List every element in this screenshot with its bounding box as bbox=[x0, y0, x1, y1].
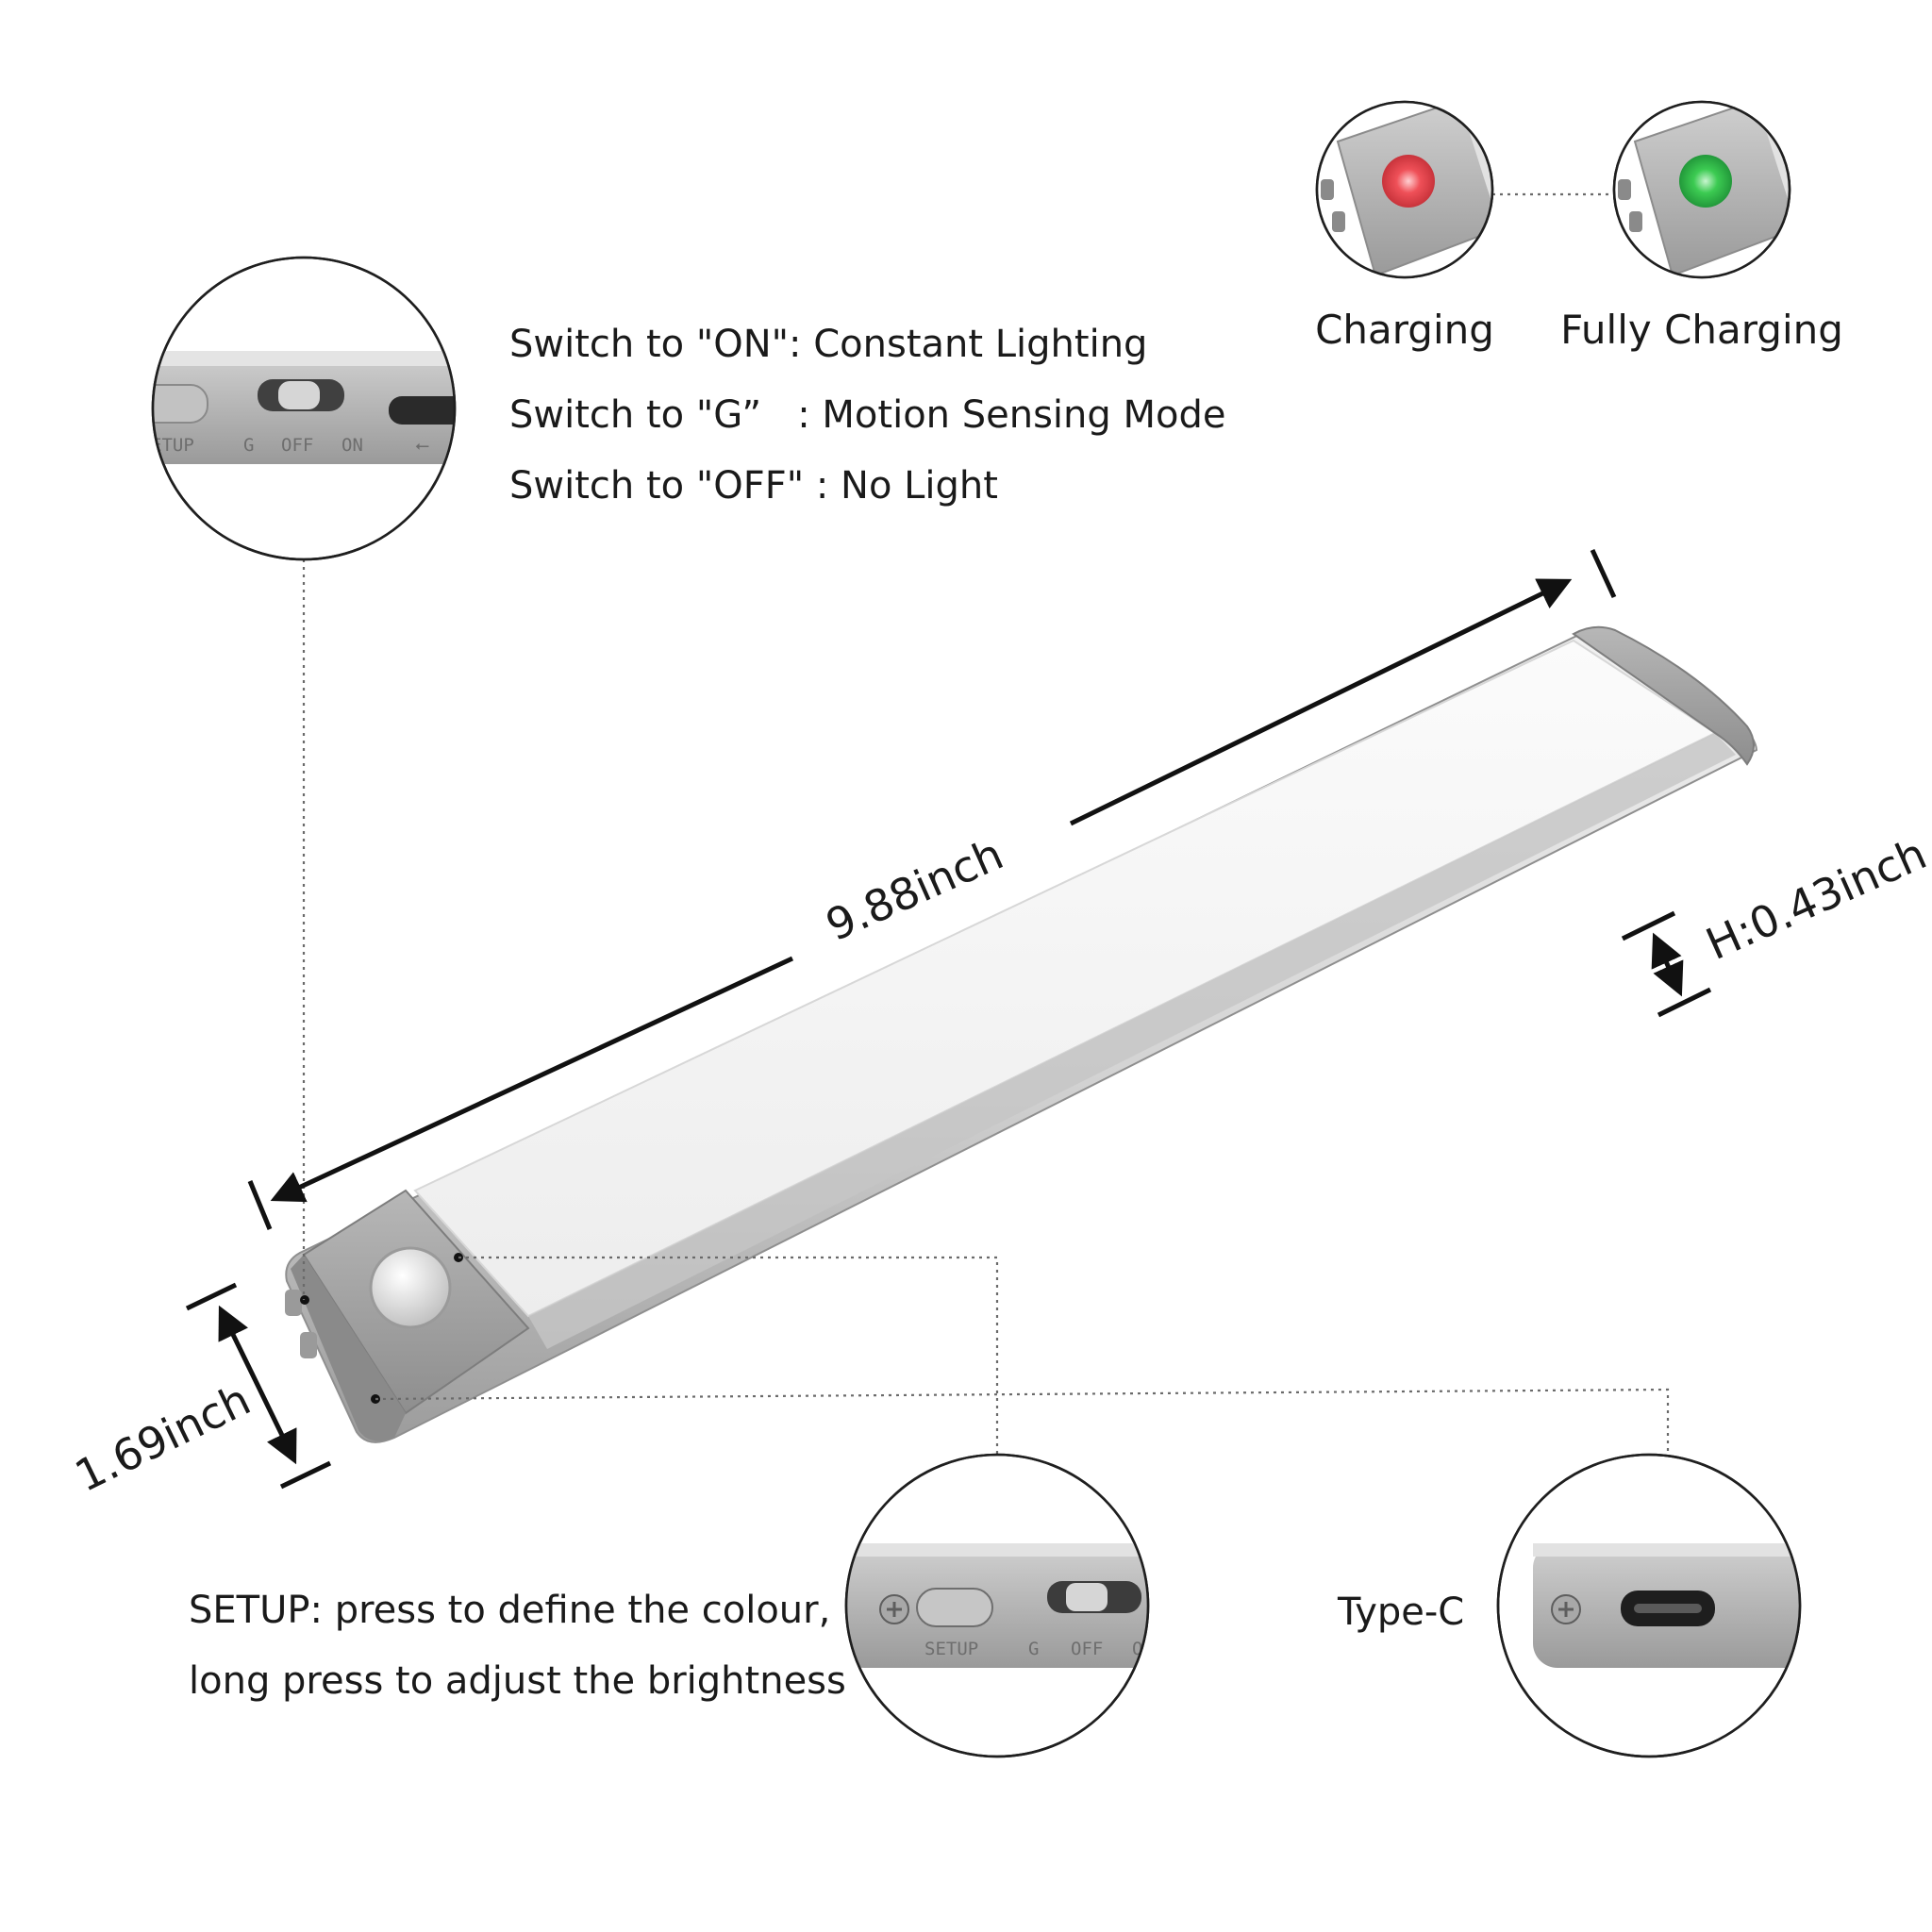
leader-setup bbox=[458, 1256, 999, 1456]
fully-charging-label: Fully Charging bbox=[1560, 307, 1843, 353]
light-bar-diffuser bbox=[413, 639, 1718, 1318]
setup-button-icon bbox=[153, 384, 208, 424]
usb-symbol-icon: ⭠ bbox=[415, 435, 429, 456]
switch-label-off: OFF bbox=[281, 435, 313, 456]
leader-typec bbox=[375, 1388, 1670, 1462]
switch-label-g: G bbox=[243, 435, 254, 456]
pir-sensor-icon bbox=[369, 1246, 452, 1329]
fully-charged-indicator: Fully Charging bbox=[1560, 100, 1843, 353]
setup-closeup-label-g: G bbox=[1028, 1639, 1039, 1659]
setup-line-1: SETUP: press to define the colour, bbox=[189, 1589, 830, 1632]
side-setup-nub bbox=[300, 1332, 317, 1358]
light-bar bbox=[285, 625, 1758, 1443]
typec-label: Type-C bbox=[1337, 1591, 1464, 1634]
charging-label: Charging bbox=[1315, 307, 1494, 353]
slide-switch-knob bbox=[1066, 1583, 1108, 1611]
setup-closeup-label-off: OFF bbox=[1071, 1639, 1103, 1659]
setup-line-2: long press to adjust the brightness bbox=[189, 1659, 846, 1703]
width-dimension: 1.69inch bbox=[67, 1282, 332, 1502]
switch-label-setup: ETUP bbox=[151, 435, 194, 456]
red-led-icon bbox=[1382, 155, 1435, 208]
charging-indicator: Charging bbox=[1315, 100, 1494, 353]
slide-switch-knob bbox=[278, 381, 320, 409]
switch-label-on: ON bbox=[341, 435, 363, 456]
end-cap-left-side bbox=[291, 1255, 406, 1441]
end-cap-right bbox=[1572, 625, 1755, 766]
setup-button-icon bbox=[916, 1588, 993, 1627]
height-dimension: H:0.43inch bbox=[1621, 827, 1932, 1018]
setup-closeup-label-on: O bbox=[1132, 1639, 1142, 1659]
mode-off-text: Switch to "OFF" : No Light bbox=[509, 464, 998, 508]
mode-g-text: Switch to "G” : Motion Sensing Mode bbox=[509, 393, 1225, 437]
green-led-icon bbox=[1679, 155, 1732, 208]
setup-description: SETUP: press to define the colour, long … bbox=[189, 1589, 846, 1703]
switch-closeup: ETUP G OFF ON ⭠ bbox=[151, 256, 457, 561]
side-switch-nub bbox=[285, 1290, 302, 1316]
leader-lines bbox=[302, 192, 1670, 1462]
height-label: H:0.43inch bbox=[1699, 827, 1932, 970]
light-bar-lower-edge bbox=[528, 733, 1736, 1349]
setup-closeup-label-setup: SETUP bbox=[924, 1639, 978, 1659]
width-label: 1.69inch bbox=[67, 1374, 258, 1502]
mode-on-text: Switch to "ON": Constant Lighting bbox=[509, 323, 1147, 366]
switch-modes: Switch to "ON": Constant Lighting Switch… bbox=[509, 323, 1225, 508]
setup-closeup: SETUP G OFF O bbox=[844, 1453, 1150, 1758]
usb-c-port-icon bbox=[389, 396, 455, 425]
typec-closeup bbox=[1496, 1453, 1802, 1758]
